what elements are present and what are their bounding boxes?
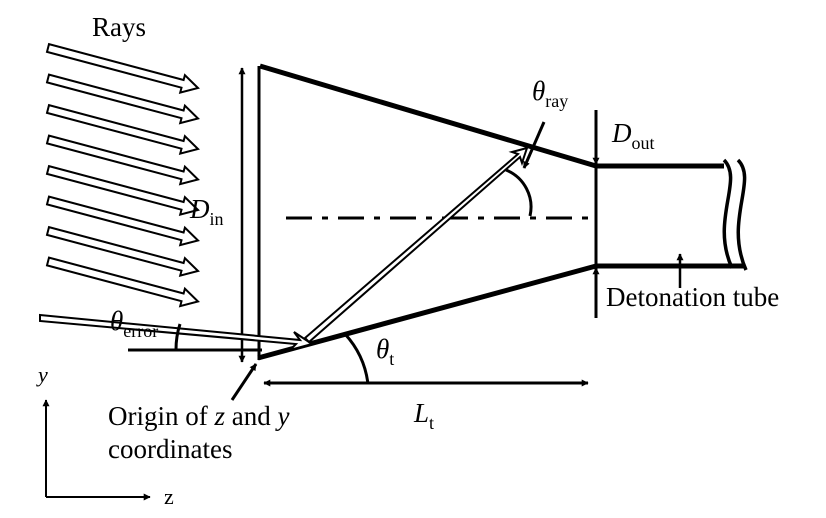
l-t-label: Lt bbox=[413, 398, 434, 433]
incoming-ray-arrow bbox=[45, 42, 200, 94]
incoming-rays bbox=[45, 42, 200, 308]
incoming-ray-arrow bbox=[45, 256, 200, 308]
reflector-lower-wall bbox=[257, 263, 597, 361]
axis-z-label: z bbox=[164, 484, 174, 509]
origin-label-line1: Origin of z and y bbox=[108, 401, 289, 431]
theta-ray-pointer bbox=[522, 121, 546, 169]
theta-t-label: θt bbox=[376, 334, 394, 369]
incident-ray bbox=[39, 313, 315, 352]
theta-error-arc bbox=[174, 323, 182, 351]
theta-ray-arc bbox=[505, 168, 533, 217]
reflected-ray-path bbox=[39, 146, 529, 352]
tube-break-symbol bbox=[722, 158, 734, 269]
incoming-ray-arrow bbox=[45, 164, 200, 216]
incoming-ray-arrow bbox=[45, 103, 200, 155]
detonation-tube-label: Detonation tube bbox=[606, 282, 779, 312]
d-in-label: Din bbox=[189, 194, 224, 229]
theta-ray-label: θray bbox=[532, 76, 568, 111]
incoming-ray-arrow bbox=[45, 225, 200, 277]
origin-pointer bbox=[230, 363, 258, 401]
d-out-label: Dout bbox=[611, 118, 655, 153]
origin-label-line2: coordinates bbox=[108, 434, 232, 464]
theta-error-label: θerror bbox=[110, 306, 158, 341]
incoming-ray-arrow bbox=[45, 73, 200, 125]
tube-break-symbol-2 bbox=[736, 158, 748, 271]
reflector-upper-wall bbox=[259, 63, 597, 169]
incoming-ray-arrow bbox=[45, 134, 200, 186]
axis-y-label: y bbox=[36, 362, 48, 387]
rays-label: Rays bbox=[92, 12, 146, 42]
reflected-ray bbox=[303, 146, 529, 344]
incoming-ray-arrow bbox=[45, 195, 200, 247]
theta-t-arc bbox=[343, 332, 370, 385]
